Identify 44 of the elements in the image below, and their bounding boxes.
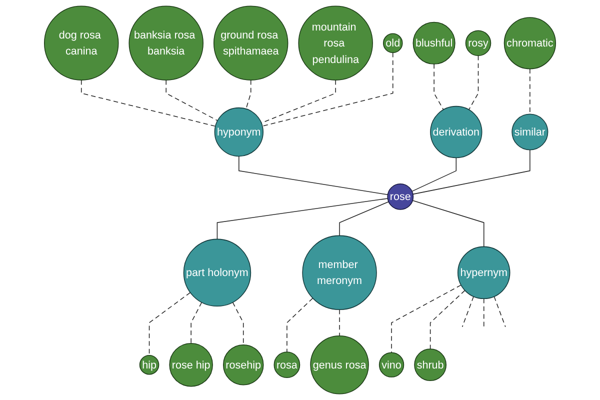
node-circle: banksia rosa banksia <box>128 6 204 80</box>
connector <box>232 302 244 346</box>
connector <box>468 55 479 110</box>
node-circle: hypernym <box>458 246 510 300</box>
node-circle: derivation <box>430 106 482 158</box>
node-circle: hip <box>139 354 160 375</box>
connector <box>391 284 462 354</box>
connector <box>80 80 216 127</box>
connector <box>238 156 388 196</box>
connector <box>412 157 457 192</box>
node-circle: old <box>382 33 403 54</box>
node-circle: chromatic <box>504 17 556 70</box>
node-circle: shrub <box>414 348 446 382</box>
connector <box>339 309 340 336</box>
node-circle: genus rosa <box>310 335 369 394</box>
connector <box>216 198 388 240</box>
node-circle: rosa <box>274 352 300 378</box>
connector <box>412 200 484 248</box>
node-circle: member meronym <box>302 235 377 310</box>
connector <box>286 298 314 352</box>
connector <box>483 298 484 330</box>
connector <box>430 290 466 350</box>
connector <box>412 150 530 195</box>
node-circle: ground rosa spithamaea <box>213 6 288 80</box>
node-circle: dog rosa canina <box>44 6 119 80</box>
connector <box>148 292 191 356</box>
node-circle: similar <box>512 114 548 150</box>
node-circle: hyponym <box>214 107 264 157</box>
node-circle: mountain rosa pendulina <box>298 6 373 80</box>
connector <box>190 302 202 344</box>
node-circle: blushful <box>412 22 456 64</box>
node-circle: rosy <box>465 30 492 56</box>
node-circle: rosehip <box>222 344 264 386</box>
connector <box>434 64 444 110</box>
connector <box>262 52 394 126</box>
connector <box>462 296 474 328</box>
node-circle: rose hip <box>169 342 213 387</box>
connector <box>166 80 218 122</box>
node-circle: vino <box>378 352 404 378</box>
node-circle: part holonym <box>183 238 252 307</box>
connector <box>339 201 389 236</box>
connector <box>246 80 252 110</box>
node-circle: rose <box>387 184 414 210</box>
connector <box>494 296 506 328</box>
